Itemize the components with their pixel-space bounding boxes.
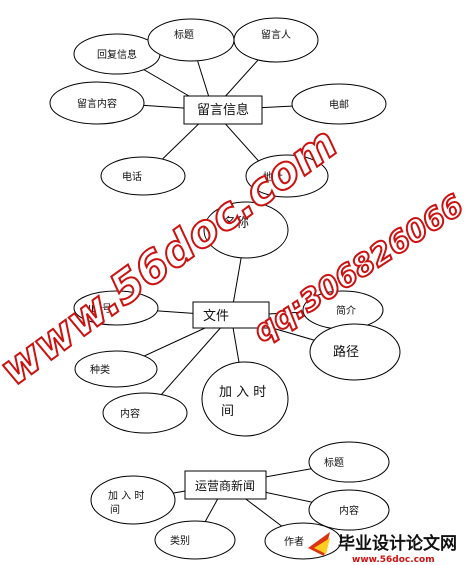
logo-title: 毕业设计论文网 xyxy=(338,533,457,554)
attr-news-added-time: 加 入 时 间 xyxy=(90,475,176,525)
attribute-ellipse xyxy=(233,17,319,63)
attribute-label: 留言内容 xyxy=(77,97,117,110)
attribute-ellipse xyxy=(203,201,289,259)
entity-label: 留言信息 xyxy=(197,102,249,118)
entity-box xyxy=(183,95,263,125)
attribute-ellipse xyxy=(245,154,329,198)
attr-name: 名称 xyxy=(203,201,289,259)
attribute-label: 种类 xyxy=(90,363,110,376)
attribute-label: 路径 xyxy=(333,344,359,360)
attr-reply-info: 回复信息 xyxy=(73,33,161,75)
attribute-label: 标题 xyxy=(174,29,194,41)
attribute-ellipse xyxy=(201,361,289,437)
site-logo: 毕业设计论文网 www.56doc.com xyxy=(308,532,457,565)
attribute-ellipse xyxy=(309,323,401,381)
attribute-label: 电邮 xyxy=(329,98,349,111)
attribute-ellipse xyxy=(74,350,158,388)
attr-news-content: 内容 xyxy=(308,489,390,531)
watermark-site-text: www.56doc.com xyxy=(0,117,347,396)
attr-added-time: 加 入 时 间 xyxy=(201,361,289,437)
attr-title: 标题 xyxy=(147,18,235,62)
attribute-label: 标题 xyxy=(324,457,344,469)
attr-news-title: 标题 xyxy=(308,441,390,483)
attr-news-author: 作者 xyxy=(264,522,342,560)
attribute-label: 留言人 xyxy=(261,28,291,41)
attr-news-category: 类别 xyxy=(154,520,236,560)
logo-url: www.56doc.com xyxy=(352,555,435,565)
attribute-ellipse xyxy=(90,475,176,525)
attribute-ellipse xyxy=(154,520,236,560)
attribute-label: 回复信息 xyxy=(97,48,137,61)
attribute-label: 内容 xyxy=(339,504,359,517)
logo-mark-icon xyxy=(308,532,330,556)
attribute-label: 简介 xyxy=(336,304,356,317)
attribute-label: 电话 xyxy=(122,170,142,183)
entity-operator-news: 运营商新闻 xyxy=(184,470,267,500)
entity-box xyxy=(192,301,270,329)
attribute-label: 名称 xyxy=(223,215,249,231)
attribute-label-line2: 间 xyxy=(221,404,234,419)
entity-guestbook: 留言信息 xyxy=(183,95,263,125)
attr-address: 地址 xyxy=(245,154,329,198)
attribute-label: 类别 xyxy=(170,534,190,547)
attribute-label-line1: 加 入 时 xyxy=(219,385,266,400)
attr-id: ID 号 xyxy=(73,290,159,326)
attr-path: 路径 xyxy=(309,323,401,381)
attribute-ellipse xyxy=(308,489,390,531)
attribute-ellipse xyxy=(49,81,145,125)
entity-file: 文件 xyxy=(192,301,270,329)
attr-phone: 电话 xyxy=(100,156,186,196)
attr-type: 种类 xyxy=(74,350,158,388)
entity-box xyxy=(184,470,267,500)
attr-file-content: 内容 xyxy=(102,392,188,434)
attribute-label-line1: 加 入 时 xyxy=(108,490,144,502)
attribute-label: 地址 xyxy=(263,170,283,183)
attr-author: 留言人 xyxy=(233,17,319,63)
attribute-ellipse xyxy=(308,441,390,483)
attribute-label: ID 号 xyxy=(88,303,112,315)
attribute-ellipse xyxy=(102,392,188,434)
attribute-label: 内容 xyxy=(120,407,140,420)
attribute-ellipse xyxy=(291,83,387,125)
entity-label: 文件 xyxy=(203,309,229,324)
attribute-label-line2: 间 xyxy=(110,503,120,516)
watermark-site: www.56doc.com xyxy=(0,116,348,397)
attr-content: 留言内容 xyxy=(49,81,145,125)
attribute-ellipse xyxy=(73,290,159,326)
entity-label: 运营商新闻 xyxy=(195,478,255,493)
attribute-label: 作者 xyxy=(284,536,304,548)
attr-email: 电邮 xyxy=(291,83,387,125)
attribute-ellipse xyxy=(100,156,186,196)
